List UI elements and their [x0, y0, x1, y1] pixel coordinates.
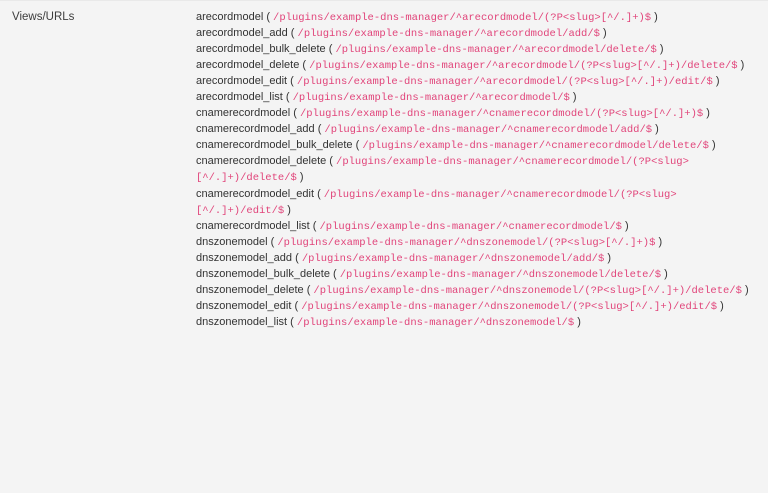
url-pattern-entry: cnamerecordmodel ( /plugins/example-dns-… [196, 107, 710, 121]
url-pattern-regex: /plugins/example-dns-manager/^dnszonemod… [301, 300, 718, 313]
url-pattern-name: arecordmodel_list [196, 91, 283, 104]
url-pattern-name: arecordmodel_add [196, 27, 288, 40]
url-pattern-name: arecordmodel_edit [196, 75, 288, 88]
url-pattern-name: cnamerecordmodel_delete [196, 155, 327, 168]
url-pattern-name: arecordmodel [196, 11, 264, 23]
close-paren: ) [655, 235, 663, 248]
views-urls-row: Views/URLs arecordmodel ( /plugins/examp… [0, 0, 768, 331]
close-paren: ) [651, 11, 658, 23]
open-paren: ( [352, 139, 363, 152]
url-pattern-name: dnszonemodel_add [196, 251, 293, 264]
url-pattern-regex: /plugins/example-dns-manager/^dnszonemod… [339, 268, 662, 281]
url-pattern-name: arecordmodel_bulk_delete [196, 43, 326, 56]
url-pattern-regex: /plugins/example-dns-manager/^cnamerecor… [319, 220, 622, 233]
url-pattern-entry: arecordmodel_add ( /plugins/example-dns-… [196, 27, 607, 41]
url-pattern-regex: /plugins/example-dns-manager/^cnamerecor… [362, 140, 709, 153]
close-paren: ) [661, 267, 668, 280]
url-pattern-entry: dnszonemodel_bulk_delete ( /plugins/exam… [196, 267, 668, 281]
url-pattern-entry: dnszonemodel_add ( /plugins/example-dns-… [196, 251, 611, 265]
views-urls-label: Views/URLs [12, 11, 75, 23]
url-pattern-name: dnszonemodel_delete [196, 283, 304, 296]
close-paren: ) [569, 91, 577, 104]
close-paren: ) [712, 75, 720, 88]
url-pattern-entry: arecordmodel_list ( /plugins/example-dns… [196, 91, 577, 105]
url-pattern-entry: cnamerecordmodel_add ( /plugins/example-… [196, 123, 659, 137]
close-paren: ) [284, 203, 291, 216]
url-pattern-regex: /plugins/example-dns-manager/^cnamerecor… [324, 124, 653, 137]
open-paren: ( [303, 283, 314, 296]
url-pattern-regex: /plugins/example-dns-manager/^arecordmod… [273, 12, 652, 24]
url-pattern-entry: arecordmodel ( /plugins/example-dns-mana… [196, 11, 658, 24]
url-pattern-entry: dnszonemodel_list ( /plugins/example-dns… [196, 315, 581, 329]
url-pattern-entry: dnszonemodel_edit ( /plugins/example-dns… [196, 299, 724, 313]
open-paren: ( [326, 155, 337, 168]
views-urls-label-cell: Views/URLs [0, 10, 196, 25]
open-paren: ( [263, 11, 274, 23]
open-paren: ( [292, 251, 302, 264]
url-pattern-name: cnamerecordmodel_bulk_delete [196, 139, 353, 152]
url-pattern-regex: /plugins/example-dns-manager/^dnszonemod… [277, 236, 656, 249]
close-paren: ) [296, 171, 304, 184]
open-paren: ( [329, 267, 340, 280]
close-paren: ) [652, 123, 659, 136]
url-pattern-entry: arecordmodel_bulk_delete ( /plugins/exam… [196, 43, 664, 57]
open-paren: ( [299, 59, 310, 72]
url-pattern-regex: /plugins/example-dns-manager/^arecordmod… [292, 92, 570, 105]
url-pattern-regex: /plugins/example-dns-manager/^cnamerecor… [299, 108, 704, 121]
open-paren: ( [314, 123, 325, 136]
url-pattern-regex: /plugins/example-dns-manager/^arecordmod… [335, 44, 657, 57]
open-paren: ( [267, 235, 278, 248]
open-paren: ( [287, 315, 297, 328]
url-pattern-name: dnszonemodel [196, 235, 268, 248]
url-pattern-entry: arecordmodel_edit ( /plugins/example-dns… [196, 75, 720, 89]
url-pattern-name: arecordmodel_delete [196, 59, 300, 72]
close-paren: ) [574, 315, 581, 328]
url-pattern-entry: cnamerecordmodel_bulk_delete ( /plugins/… [196, 139, 716, 153]
url-pattern-list: arecordmodel ( /plugins/example-dns-mana… [196, 10, 755, 331]
url-pattern-regex: /plugins/example-dns-manager/^cnamerecor… [196, 188, 677, 217]
open-paren: ( [290, 107, 300, 120]
url-pattern-entry: cnamerecordmodel_edit ( /plugins/example… [196, 187, 677, 217]
url-pattern-entry: dnszonemodel_delete ( /plugins/example-d… [196, 283, 749, 297]
url-pattern-regex: /plugins/example-dns-manager/^cnamerecor… [196, 156, 689, 185]
url-pattern-regex: /plugins/example-dns-manager/^arecordmod… [297, 28, 600, 41]
url-pattern-entry: cnamerecordmodel_delete ( /plugins/examp… [196, 155, 689, 185]
url-pattern-name: cnamerecordmodel [196, 107, 291, 120]
url-pattern-name: cnamerecordmodel_add [196, 123, 315, 136]
close-paren: ) [604, 251, 611, 264]
open-paren: ( [282, 91, 293, 104]
open-paren: ( [287, 27, 298, 40]
url-pattern-entry: cnamerecordmodel_list ( /plugins/example… [196, 219, 629, 233]
open-paren: ( [309, 219, 320, 232]
url-pattern-entry: dnszonemodel ( /plugins/example-dns-mana… [196, 235, 663, 249]
url-pattern-name: cnamerecordmodel_list [196, 219, 310, 232]
open-paren: ( [291, 299, 302, 312]
url-pattern-entry: arecordmodel_delete ( /plugins/example-d… [196, 59, 745, 73]
url-pattern-regex: /plugins/example-dns-manager/^dnszonemod… [301, 252, 605, 265]
url-pattern-regex: /plugins/example-dns-manager/^arecordmod… [309, 60, 738, 73]
open-paren: ( [325, 43, 336, 56]
open-paren: ( [314, 187, 324, 200]
url-pattern-name: cnamerecordmodel_edit [196, 187, 315, 200]
close-paren: ) [703, 107, 710, 120]
views-urls-content-cell: arecordmodel ( /plugins/example-dns-mana… [196, 10, 768, 331]
close-paren: ) [621, 219, 629, 232]
url-pattern-name: dnszonemodel_edit [196, 299, 292, 312]
close-paren: ) [656, 43, 664, 56]
close-paren: ) [741, 283, 749, 296]
open-paren: ( [287, 75, 297, 88]
close-paren: ) [717, 299, 724, 312]
url-pattern-regex: /plugins/example-dns-manager/^dnszonemod… [313, 284, 742, 297]
url-pattern-regex: /plugins/example-dns-manager/^dnszonemod… [296, 316, 575, 329]
close-paren: ) [599, 27, 607, 40]
url-pattern-regex: /plugins/example-dns-manager/^arecordmod… [296, 76, 713, 89]
close-paren: ) [708, 139, 716, 152]
url-pattern-name: dnszonemodel_list [196, 315, 288, 328]
close-paren: ) [737, 59, 745, 72]
url-pattern-name: dnszonemodel_bulk_delete [196, 267, 330, 280]
